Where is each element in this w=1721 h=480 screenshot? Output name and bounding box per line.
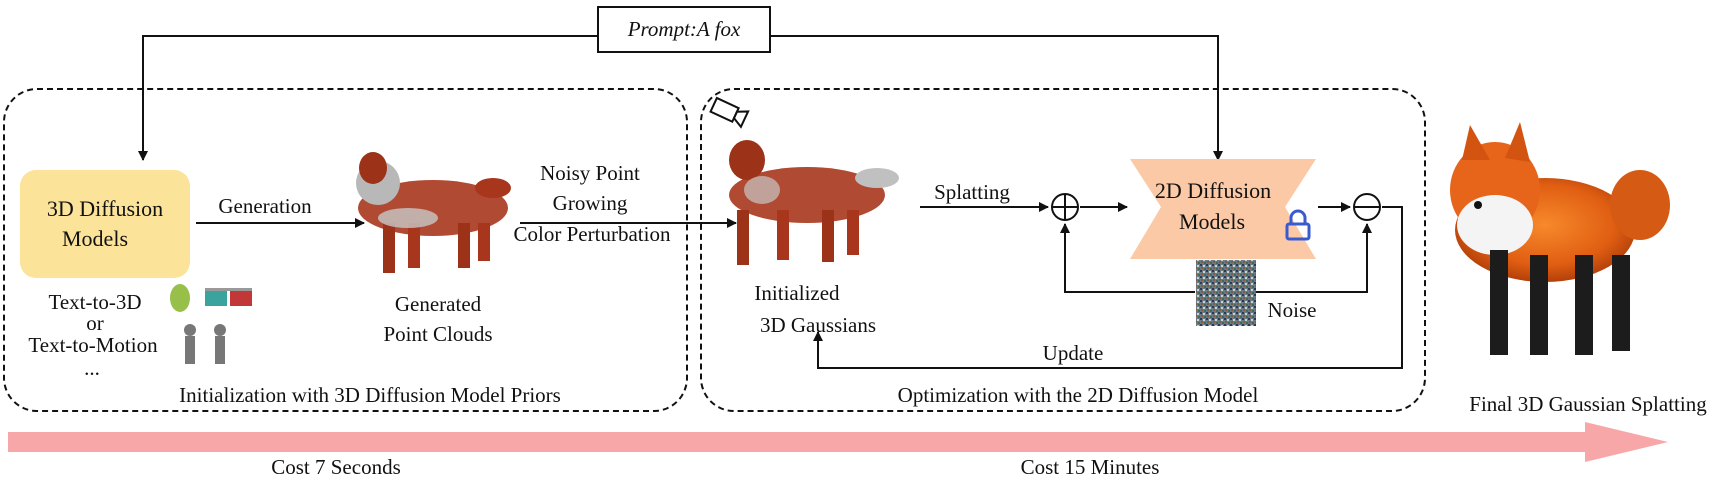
optimization-panel — [700, 88, 1426, 412]
minus-icon — [1353, 193, 1381, 221]
color-perturbation-label: Color Perturbation — [513, 222, 671, 246]
initialization-panel-title: Initialization with 3D Diffusion Model P… — [179, 383, 561, 407]
final-fox-image — [1450, 122, 1670, 355]
initialized-line1: Initialized — [754, 281, 840, 305]
plus-icon — [1051, 193, 1079, 221]
noise-image — [1196, 260, 1256, 326]
source-text-to-motion: Text-to-Motion — [28, 333, 158, 357]
noisy-point-label: Noisy Point — [540, 161, 640, 185]
generated-point-cloud — [356, 152, 511, 273]
initialization-panel — [3, 88, 688, 412]
noise-loop — [1060, 223, 1372, 293]
prompt-connectors — [138, 35, 1223, 161]
noise-label: Noise — [1267, 298, 1317, 322]
optimization-panel-title: Optimization with the 2D Diffusion Model — [897, 383, 1259, 407]
generated-line1: Generated — [394, 292, 482, 316]
diffusion-2d-shape — [1130, 159, 1316, 259]
growing-label: Growing — [552, 191, 628, 215]
diffusion-3d-line2: Models — [62, 226, 128, 251]
update-loop — [813, 206, 1403, 369]
cost-7-seconds-label: Cost 7 Seconds — [271, 455, 401, 479]
splatting-label: Splatting — [934, 180, 1010, 204]
final-label: Final 3D Gaussian Splatting — [1469, 392, 1707, 416]
initialized-line2: 3D Gaussians — [759, 313, 877, 337]
cost-15-minutes-label: Cost 15 Minutes — [1020, 455, 1160, 479]
source-icons — [170, 284, 252, 364]
diffusion-2d-line2: Models — [1179, 209, 1245, 234]
prompt-box: Prompt:A fox — [597, 6, 771, 53]
diffusion-2d-line1: 2D Diffusion — [1154, 178, 1272, 203]
diffusion-3d-line1: 3D Diffusion — [46, 196, 164, 221]
lock-icon — [1285, 209, 1311, 241]
source-ellipsis: ... — [84, 356, 100, 380]
initialized-gaussians — [729, 140, 899, 265]
diffusion-3d-box: 3D Diffusion Models — [20, 170, 190, 278]
source-or: or — [86, 311, 104, 335]
timeline-arrow — [8, 422, 1668, 462]
source-text-to-3d: Text-to-3D — [48, 290, 142, 314]
generation-label: Generation — [218, 194, 312, 218]
generated-line2: Point Clouds — [383, 322, 493, 346]
update-label: Update — [1042, 341, 1104, 365]
